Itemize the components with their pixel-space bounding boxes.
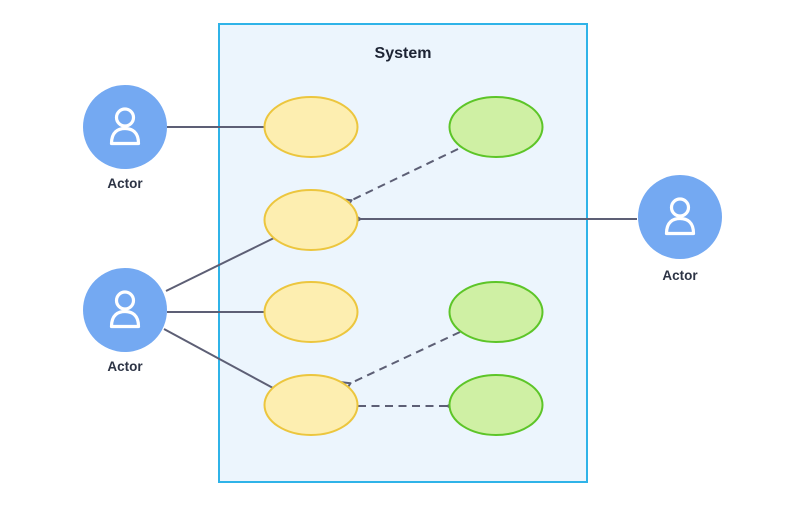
person-icon [664,197,696,236]
use-case-yellow-2 [263,189,359,251]
actor-top-left: Actor [83,85,167,191]
use-case-green-4 [448,374,544,436]
use-case-yellow-3 [263,281,359,343]
person-icon [109,290,141,329]
actor-label: Actor [662,268,698,283]
actor-right: Actor [638,175,722,283]
actor-label: Actor [107,176,143,191]
person-icon [109,107,141,146]
connection-uc-green-1-uc-yellow-2 [340,148,459,210]
actor-bottom-left: Actor [83,268,167,374]
use-cases [263,96,544,436]
use-case-green-1 [448,96,544,158]
system-title: System [375,45,432,62]
use-case-yellow-1 [263,96,359,158]
connection-actor-bottom-left-uc-yellow-4 [163,328,274,389]
connection-uc-green-3-uc-yellow-4 [339,331,461,393]
actor-label: Actor [107,359,143,374]
connections [163,126,637,413]
use-case-green-3 [448,281,544,343]
use-case-yellow-4 [263,374,359,436]
connection-actor-bottom-left-uc-yellow-2 [165,237,275,292]
